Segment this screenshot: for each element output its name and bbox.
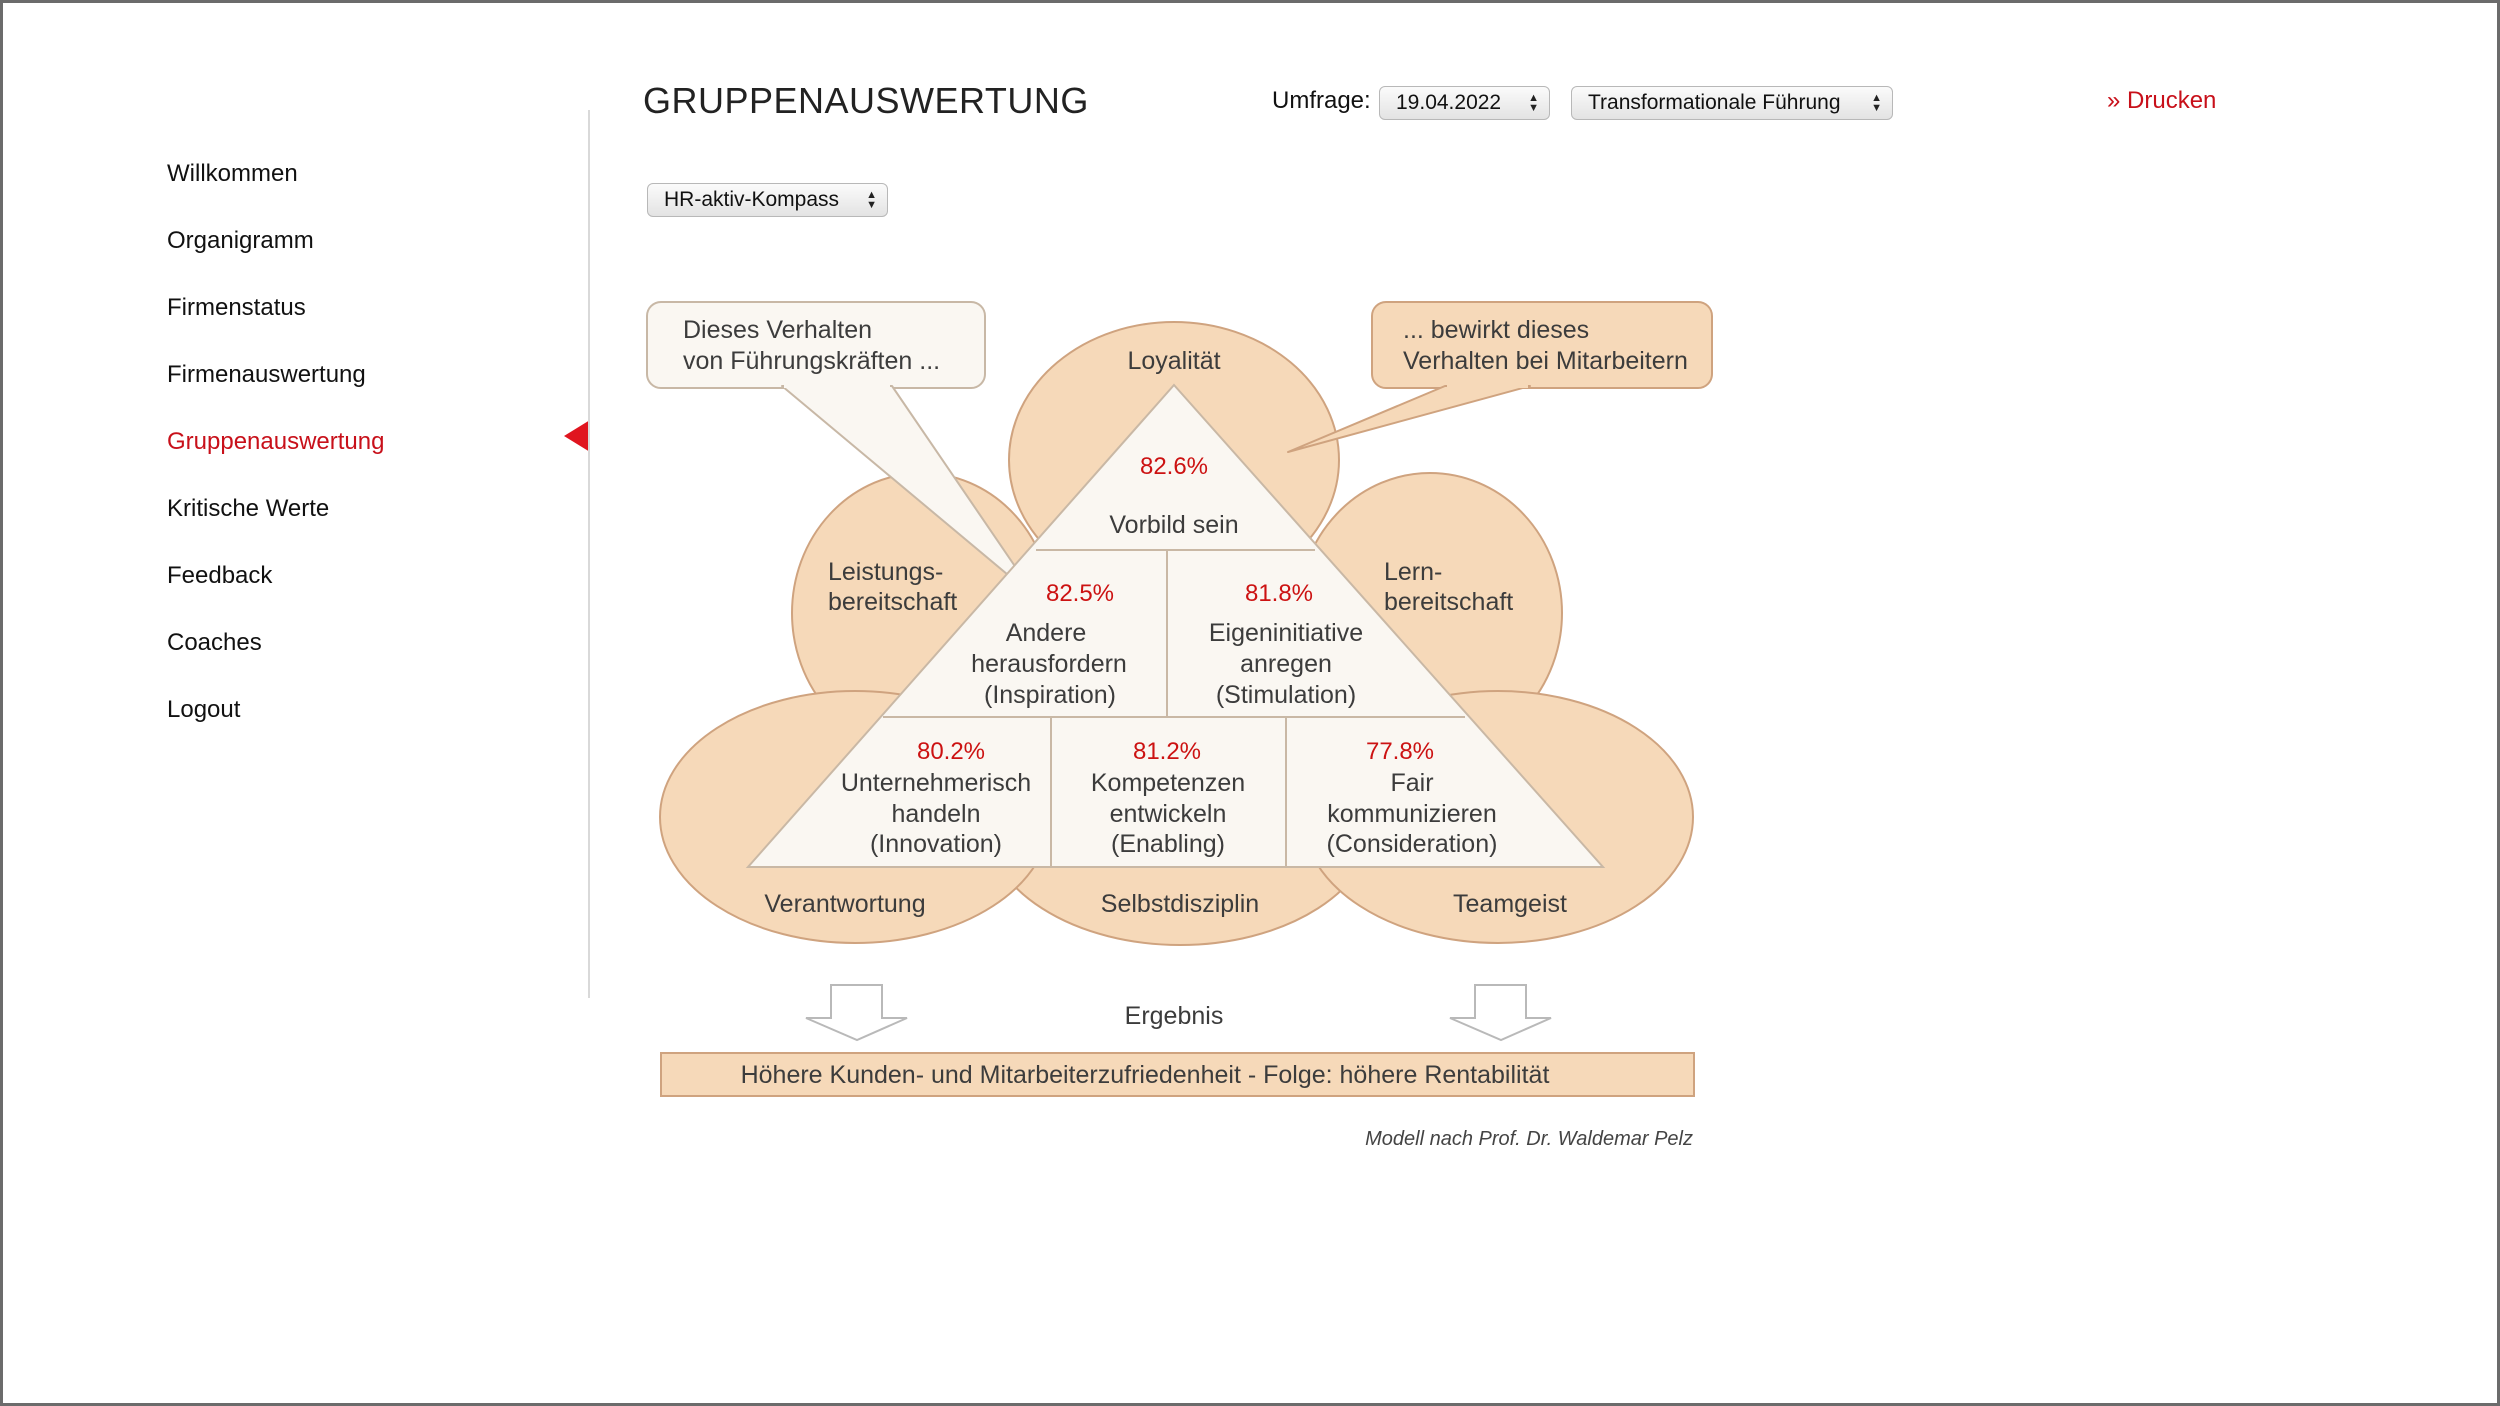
cell-consideration: 77.8% Fair kommunizieren (Consideration)	[1327, 738, 1498, 858]
value-label-verantwortung: Verantwortung	[764, 890, 925, 918]
survey-topic-select[interactable]: Transformationale Führung ▲▼	[1571, 86, 1893, 120]
cell-innovation-line-1: Unternehmerisch	[841, 769, 1031, 797]
cell-enabling: 81.2% Kompetenzen entwickeln (Enabling)	[1091, 738, 1245, 858]
cell-consideration-percent: 77.8%	[1366, 738, 1434, 765]
callout-left-line-1: Dieses Verhalten	[683, 316, 872, 344]
callout-right: ... bewirkt dieses Verhalten bei Mitarbe…	[1287, 301, 1713, 453]
value-label-lern-2: bereitschaft	[1384, 588, 1513, 616]
sidebar-item-kritische-werte[interactable]: Kritische Werte	[167, 495, 330, 522]
cell-consideration-line-3: (Consideration)	[1327, 830, 1498, 858]
cell-stimulation-line-2: anregen	[1240, 650, 1332, 678]
sidebar-divider	[588, 110, 590, 998]
page-title: GRUPPENAUSWERTUNG	[643, 80, 1089, 121]
select-arrows-icon: ▲▼	[866, 189, 877, 211]
sidebar-item-logout[interactable]: Logout	[167, 696, 241, 723]
cell-innovation-line-2: handeln	[892, 800, 981, 828]
sidebar-item-gruppenauswertung[interactable]: Gruppenauswertung	[167, 428, 385, 455]
cell-consideration-line-2: kommunizieren	[1327, 800, 1497, 828]
model-credit: Modell nach Prof. Dr. Waldemar Pelz	[1365, 1128, 1693, 1150]
result-arrow-left-icon	[805, 984, 908, 1042]
result-arrow-right-icon	[1449, 984, 1552, 1042]
active-item-pointer-icon	[564, 420, 590, 452]
sidebar-item-willkommen[interactable]: Willkommen	[167, 160, 298, 187]
cell-stimulation-line-3: (Stimulation)	[1216, 681, 1356, 709]
value-label-selbstdisziplin: Selbstdisziplin	[1101, 890, 1259, 918]
cell-stimulation: 81.8% Eigeninitiative anregen (Stimulati…	[1209, 580, 1363, 709]
value-label-leistung-2: bereitschaft	[828, 588, 957, 616]
select-arrows-icon: ▲▼	[1528, 92, 1539, 114]
callout-left: Dieses Verhalten von Führungskräften ...	[646, 301, 1039, 601]
result-text: Höhere Kunden- und Mitarbeiterzufriedenh…	[741, 1061, 1550, 1089]
cell-inspiration-line-3: (Inspiration)	[984, 681, 1116, 709]
cell-innovation-line-3: (Innovation)	[870, 830, 1002, 858]
cell-enabling-line-3: (Enabling)	[1111, 830, 1225, 858]
cell-enabling-percent: 81.2%	[1133, 738, 1201, 765]
cell-vorbild-line-1: Vorbild sein	[1109, 511, 1238, 539]
cell-inspiration-line-2: herausfordern	[971, 650, 1127, 678]
cell-inspiration-line-1: Andere	[1006, 619, 1087, 647]
value-label-loyalitaet: Loyalität	[1127, 347, 1220, 375]
value-label-teamgeist: Teamgeist	[1453, 890, 1567, 918]
result-bar	[660, 1052, 1695, 1097]
cell-consideration-line-1: Fair	[1390, 769, 1433, 797]
cell-stimulation-line-1: Eigeninitiative	[1209, 619, 1363, 647]
callout-right-line-1: ... bewirkt dieses	[1403, 316, 1589, 344]
value-label-leistung-1: Leistungs-	[828, 558, 943, 586]
survey-date-select[interactable]: 19.04.2022 ▲▼	[1379, 86, 1550, 120]
callout-right-line-2: Verhalten bei Mitarbeitern	[1403, 347, 1688, 375]
select-arrows-icon: ▲▼	[1871, 92, 1882, 114]
sidebar-item-coaches[interactable]: Coaches	[167, 629, 262, 656]
value-label-lern-1: Lern-	[1384, 558, 1442, 586]
cell-inspiration-percent: 82.5%	[1046, 580, 1114, 607]
view-select[interactable]: HR-aktiv-Kompass ▲▼	[647, 183, 888, 217]
leadership-triangle	[745, 383, 1606, 868]
sidebar-item-firmenauswertung[interactable]: Firmenauswertung	[167, 361, 366, 388]
survey-topic-value: Transformationale Führung	[1588, 91, 1841, 114]
sidebar-item-organigramm[interactable]: Organigramm	[167, 227, 314, 254]
print-link[interactable]: » Drucken	[2107, 87, 2217, 114]
result-label: Ergebnis	[1125, 1002, 1224, 1030]
sidebar-item-firmenstatus[interactable]: Firmenstatus	[167, 294, 306, 321]
cell-innovation: 80.2% Unternehmerisch handeln (Innovatio…	[841, 738, 1031, 858]
cell-vorbild-percent: 82.6%	[1140, 453, 1208, 480]
sidebar-item-feedback[interactable]: Feedback	[167, 562, 273, 589]
survey-date-value: 19.04.2022	[1396, 91, 1502, 114]
cell-enabling-line-1: Kompetenzen	[1091, 769, 1245, 797]
cell-inspiration: 82.5% Andere herausfordern (Inspiration)	[971, 580, 1127, 709]
survey-label: Umfrage:	[1272, 87, 1371, 114]
view-select-value: HR-aktiv-Kompass	[664, 188, 840, 211]
cell-innovation-percent: 80.2%	[917, 738, 985, 765]
cell-vorbild: 82.6% Vorbild sein	[1109, 453, 1238, 539]
callout-left-line-2: von Führungskräften ...	[683, 347, 940, 375]
cell-enabling-line-2: entwickeln	[1110, 800, 1227, 828]
cell-stimulation-percent: 81.8%	[1245, 580, 1313, 607]
